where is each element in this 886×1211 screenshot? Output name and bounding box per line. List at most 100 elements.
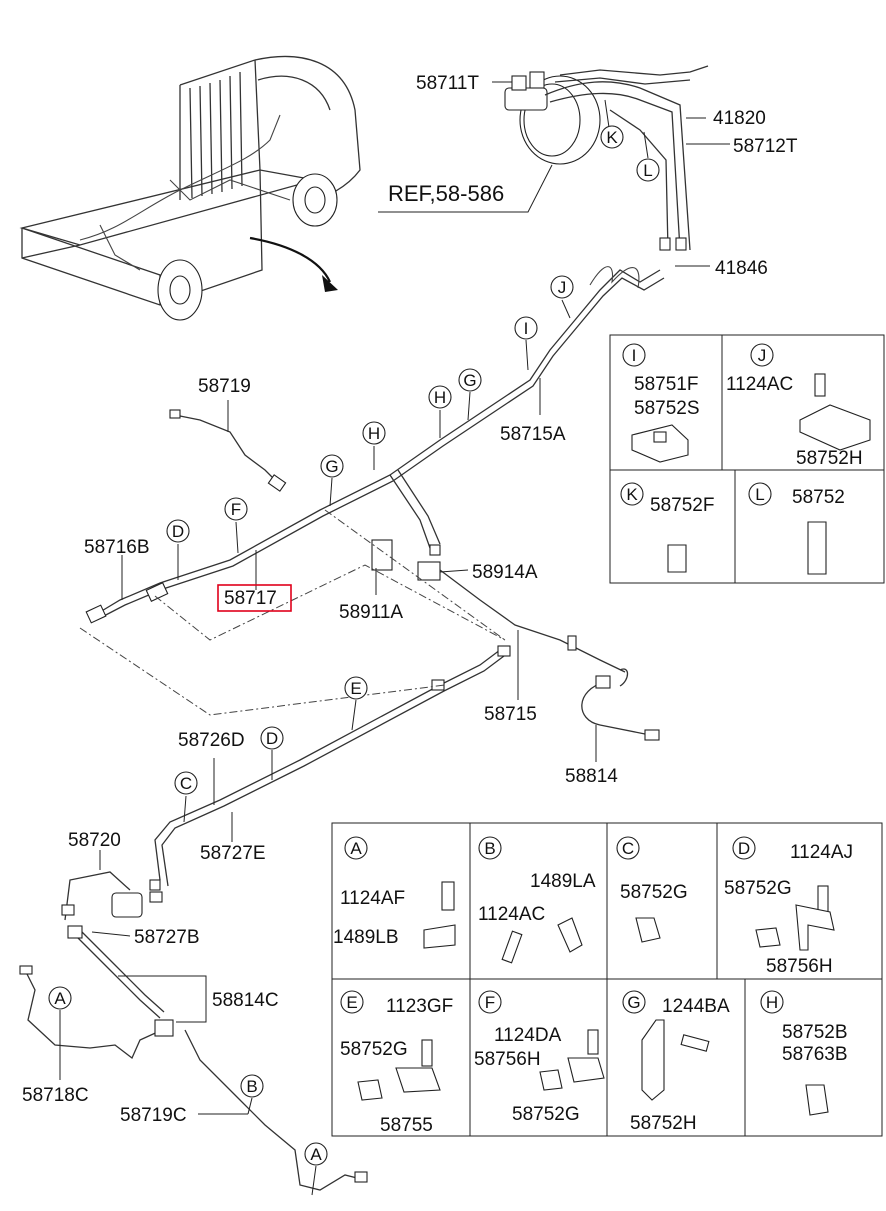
cell-a-clip: 1489LB xyxy=(333,927,399,948)
marker-l: L xyxy=(636,158,660,182)
bolt-1244ba-icon xyxy=(680,1034,710,1052)
circled-markers: K L J I G H H G F D E D C A B A xyxy=(48,125,660,1166)
cell-e: E 1123GF 58752G 58755 xyxy=(340,990,453,1136)
marker-j: J xyxy=(550,275,574,299)
marker-h-upper: H xyxy=(428,385,452,409)
bottom-parts-table: A 1124AF 1489LB B 1489LA 1124AC C 58752G… xyxy=(331,822,883,1137)
svg-text:K: K xyxy=(626,485,638,504)
svg-text:A: A xyxy=(54,989,66,1008)
label-58719c: 58719C xyxy=(120,1105,187,1126)
bracket-58752h-g-icon xyxy=(641,1019,665,1101)
bolt-1124aj-icon xyxy=(817,885,829,913)
bolt-1124ac-b-icon xyxy=(501,930,523,964)
cell-i-part-1: 58751F xyxy=(634,374,698,395)
cell-k-part: 58752F xyxy=(650,495,714,516)
cell-a: A 1124AF 1489LB xyxy=(333,836,456,949)
clip-58752f-icon xyxy=(667,544,687,573)
label-58727e: 58727E xyxy=(200,843,266,864)
bolt-1124da-icon xyxy=(587,1029,599,1055)
label-58726d: 58726D xyxy=(178,730,245,751)
cell-l-part: 58752 xyxy=(792,487,845,508)
marker-d-lower: D xyxy=(260,726,284,750)
svg-text:A: A xyxy=(310,1145,322,1164)
svg-text:C: C xyxy=(622,839,634,858)
clip-58752g-f-icon xyxy=(539,1069,563,1091)
bracket-58756h-d-icon xyxy=(795,904,835,951)
cell-b-bolt: 1124AC xyxy=(478,904,545,925)
svg-text:F: F xyxy=(231,500,241,519)
label-58720: 58720 xyxy=(68,830,121,851)
cell-h: H 58752B 58763B xyxy=(760,990,848,1116)
cell-h-part-1: 58752B xyxy=(782,1022,848,1043)
svg-text:G: G xyxy=(463,371,476,390)
guide-lines xyxy=(79,509,506,716)
clip-58752-icon xyxy=(807,521,827,575)
marker-c: C xyxy=(174,771,198,795)
svg-text:J: J xyxy=(558,278,567,297)
svg-text:D: D xyxy=(738,839,750,858)
label-41820: 41820 xyxy=(713,108,766,129)
svg-text:D: D xyxy=(172,522,184,541)
cell-e-clip: 58752G xyxy=(340,1039,408,1060)
marker-g-upper: G xyxy=(458,368,482,392)
label-58715a: 58715A xyxy=(500,424,566,445)
cell-f-bolt: 1124DA xyxy=(494,1025,562,1046)
label-41846: 41846 xyxy=(715,258,768,279)
clip-1489la-icon xyxy=(557,917,583,953)
svg-text:E: E xyxy=(350,679,361,698)
highlight-box-58717 xyxy=(217,584,292,612)
svg-text:D: D xyxy=(266,729,278,748)
cell-d-bolt: 1124AJ xyxy=(790,842,853,863)
cell-j-bolt: 1124AC xyxy=(726,374,793,395)
label-ref: REF,58-586 xyxy=(388,181,504,206)
svg-text:F: F xyxy=(485,993,495,1012)
marker-b: B xyxy=(240,1074,264,1098)
svg-text:E: E xyxy=(346,993,357,1012)
svg-text:K: K xyxy=(606,128,618,147)
proportioning-valve-58720 xyxy=(111,892,143,918)
cell-j-part: 58752H xyxy=(796,448,863,469)
clip-1489lb-icon xyxy=(423,924,456,949)
cell-e-bolt: 1123GF xyxy=(386,996,453,1017)
label-58914a: 58914A xyxy=(472,562,538,583)
cell-f-bracket: 58756H xyxy=(474,1049,541,1070)
svg-text:C: C xyxy=(180,774,192,793)
top-parts-table: I 58751F 58752S J 1124AC 58752H K 58752F… xyxy=(609,334,885,584)
marker-a-left: A xyxy=(48,986,72,1010)
cell-f-clip: 58752G xyxy=(512,1104,580,1125)
marker-e: E xyxy=(344,676,368,700)
label-58711t: 58711T xyxy=(416,73,479,94)
cell-i-part-2: 58752S xyxy=(634,398,700,419)
svg-text:I: I xyxy=(632,346,637,365)
junction-block-rear xyxy=(154,1019,174,1037)
brake-pipe-runs xyxy=(24,266,665,1191)
svg-text:B: B xyxy=(484,839,495,858)
svg-text:H: H xyxy=(368,424,380,443)
clip-58752g-c-icon xyxy=(635,917,661,943)
cell-d-bracket: 58756H xyxy=(766,956,833,977)
cell-l: L 58752 xyxy=(748,482,845,575)
label-58814c: 58814C xyxy=(212,990,279,1011)
bolt-1123gf-icon xyxy=(421,1039,433,1067)
junction-58914a xyxy=(417,561,441,581)
marker-h-lower: H xyxy=(362,421,386,445)
svg-text:J: J xyxy=(758,346,767,365)
svg-text:I: I xyxy=(524,319,529,338)
label-58716b: 58716B xyxy=(84,537,150,558)
clip-58752g-d-icon xyxy=(755,927,781,948)
bolt-1124af-icon xyxy=(441,881,455,911)
svg-text:G: G xyxy=(627,993,640,1012)
marker-d-upper: D xyxy=(166,519,190,543)
bracket-58911a xyxy=(371,539,393,571)
label-58814: 58814 xyxy=(565,766,618,787)
bracket-58756h-f-icon xyxy=(567,1057,605,1083)
cell-i: I 58751F 58752S xyxy=(622,343,700,463)
cell-g: G 1244BA 58752H xyxy=(622,990,730,1134)
clip-58752g-e-icon xyxy=(357,1079,383,1101)
label-58727b: 58727B xyxy=(134,927,200,948)
cell-b: B 1489LA 1124AC xyxy=(478,836,596,964)
clip-58752h-icon xyxy=(799,404,871,451)
clip-58752s-icon xyxy=(653,431,667,443)
svg-text:B: B xyxy=(246,1077,257,1096)
svg-text:G: G xyxy=(325,457,338,476)
